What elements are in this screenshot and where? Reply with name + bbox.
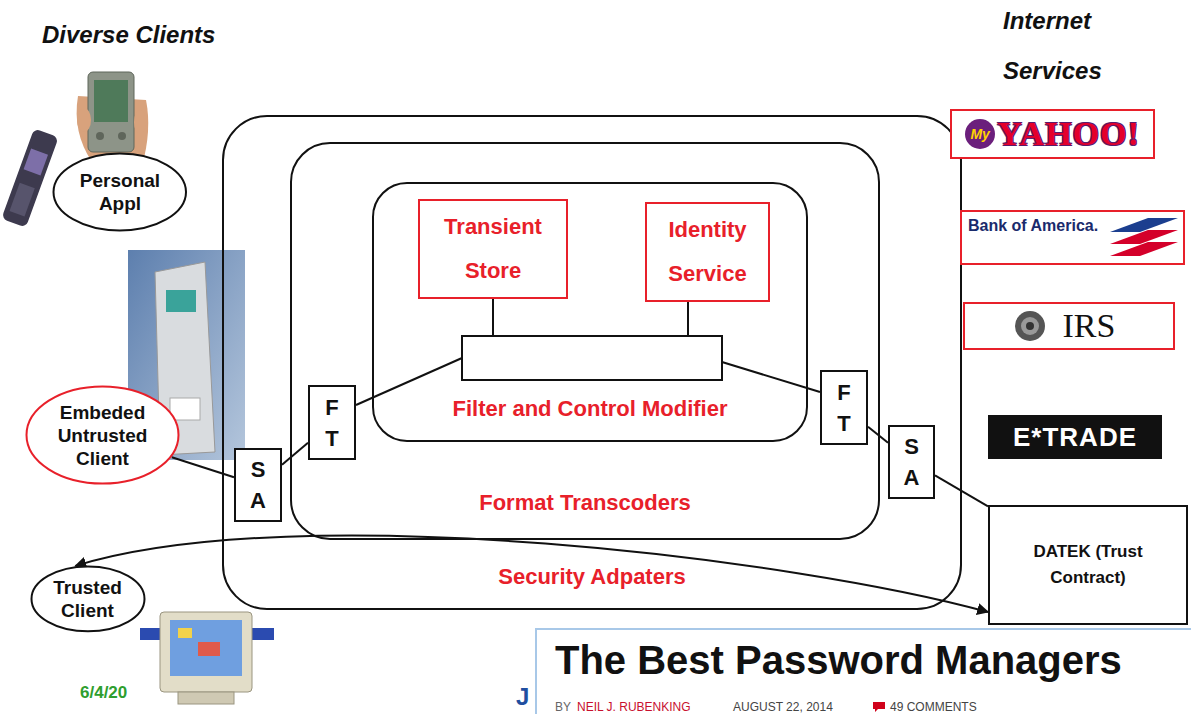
node-label: S A xyxy=(250,454,266,516)
label-holder: Diverse Clients xyxy=(42,20,215,50)
article-date: AUGUST 22, 2014 xyxy=(733,700,833,714)
column-heading: Internet Services xyxy=(1003,0,1143,96)
ellipse-outline xyxy=(52,152,188,232)
connector xyxy=(172,457,234,477)
transcoder-box: F T xyxy=(820,370,868,445)
comment-icon xyxy=(873,702,885,712)
comment-count: 49 COMMENTS xyxy=(890,700,977,714)
label-holder: AUGUST 22, 2014 xyxy=(733,700,833,714)
node-label: S A xyxy=(904,431,920,493)
label-holder: NEIL J. RUBENKING xyxy=(577,700,691,714)
service-logo: IRS xyxy=(963,302,1175,350)
adapter-box: S A xyxy=(234,448,282,522)
node-label: Personal Appl xyxy=(73,169,168,215)
service-box: Transient Store xyxy=(418,199,568,299)
node-label: Format Transcoders xyxy=(479,490,691,516)
node-label: Embeded Untrusted Client xyxy=(53,401,153,470)
format-transcoder-layer: Format Transcoders Filter and Control Mod… xyxy=(290,142,880,540)
label-holder: BY xyxy=(555,700,571,714)
node-label: Trusted Client xyxy=(48,576,128,622)
node-label: E*TRADE xyxy=(1013,421,1137,453)
node-label: Security Adpaters xyxy=(498,564,685,590)
connector xyxy=(282,443,308,465)
label-holder: The Best Password Managers xyxy=(555,636,1122,684)
ellipse-shape xyxy=(27,387,179,484)
date-stamp: 6/4/20 xyxy=(80,682,127,704)
client-ellipse: Trusted Client xyxy=(30,565,146,633)
client-ellipse: Embeded Untrusted Client xyxy=(25,385,180,485)
client-ellipse: Personal Appl xyxy=(52,152,188,232)
node-label: DATEK (Trust Contract) xyxy=(1003,539,1173,591)
label-holder: 6/4/20 xyxy=(80,682,127,704)
security-adapter-layer: Security Adpaters Format Transcoders Filte… xyxy=(222,115,962,610)
label-holder: J xyxy=(516,683,529,711)
node-label: IRS xyxy=(1063,306,1116,346)
bank-flag-logo xyxy=(1110,218,1178,256)
connector xyxy=(868,427,888,443)
service-box: Identity Service xyxy=(645,202,770,302)
node-label: Transient Store xyxy=(436,205,551,293)
trust-contract-box: DATEK (Trust Contract) xyxy=(988,505,1188,625)
ellipse-shape xyxy=(54,154,187,231)
label-holder: Internet Services xyxy=(1003,0,1143,96)
service-logo: Bank of America. xyxy=(960,210,1185,265)
node-label: YAHOO! xyxy=(997,115,1140,153)
node-label: Identity Service xyxy=(658,208,758,296)
ellipse-shape xyxy=(31,567,144,632)
desktop-computer xyxy=(140,612,274,704)
connector xyxy=(75,535,988,612)
node-label: Filter and Control Modifier xyxy=(453,396,728,422)
handheld-pda xyxy=(77,72,149,166)
node-label: My xyxy=(965,119,995,149)
author-name: NEIL J. RUBENKING xyxy=(577,700,691,714)
service-logo: MyYAHOO! xyxy=(950,109,1155,159)
node-label: F T xyxy=(325,392,338,454)
node-label: Bank of America. xyxy=(968,216,1098,236)
column-heading: Diverse Clients xyxy=(42,20,215,50)
adapter-box: S A xyxy=(888,425,935,499)
ellipse-outline xyxy=(30,565,146,633)
internal-bus xyxy=(356,297,820,405)
eagle-seal xyxy=(1015,311,1045,341)
byline: BY xyxy=(555,700,571,714)
node-label: F T xyxy=(837,377,850,439)
transcoder-box: F T xyxy=(308,385,356,460)
article-title: The Best Password Managers xyxy=(555,636,1122,684)
filter-control-layer: Filter and Control Modifier Transient Sto… xyxy=(372,182,808,442)
text-fragment: J xyxy=(516,683,529,711)
label-holder: 49 COMMENTS xyxy=(890,700,977,714)
flip-phone xyxy=(1,128,58,227)
service-logo: E*TRADE xyxy=(988,415,1162,459)
